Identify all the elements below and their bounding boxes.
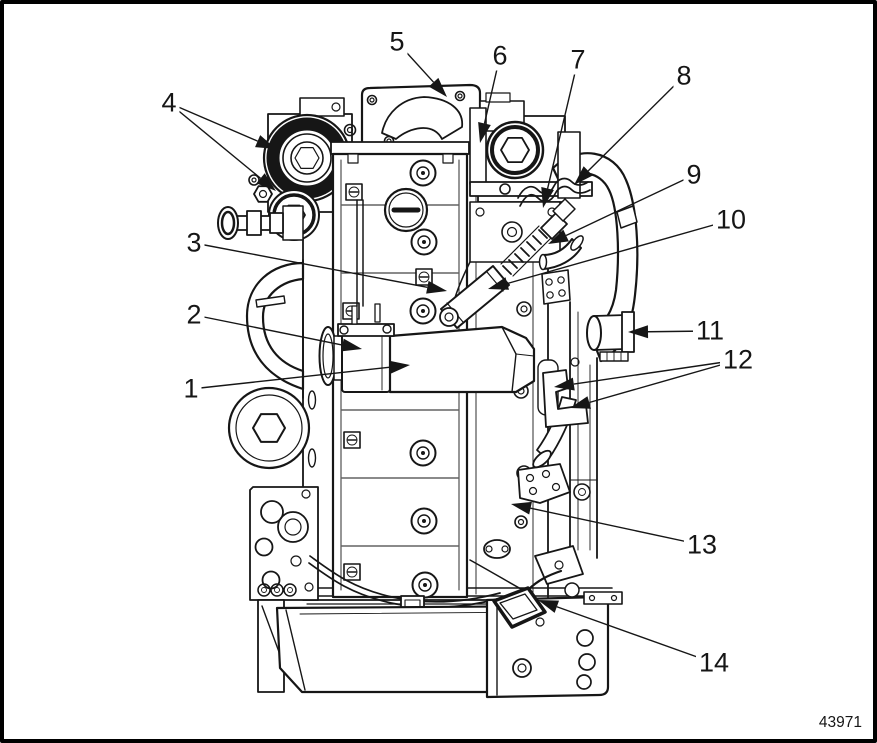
callout-2-label: 2 [183,300,205,330]
cover-bosses [409,159,439,599]
fuel-primer-pump [217,205,304,241]
callout-6-label: 6 [489,41,511,71]
lifting-bracket [517,463,571,504]
cap-screws [342,183,433,581]
callout-1-leader-1 [190,366,391,390]
callout-9-leader-1 [565,174,695,237]
water-pump-pulley [485,120,545,180]
callout-3-leader-1 [193,242,428,288]
oil-level-sensor [469,545,584,629]
callout-8-arrowhead-1 [574,166,593,185]
heat-shield-bracket [542,369,589,428]
figure-number: 43971 [818,714,862,731]
callout-4-leader-1 [168,102,258,142]
pump-bracket [557,131,581,199]
callout-7-arrowhead-1 [541,187,554,208]
callout-10-arrowhead-1 [488,277,510,290]
crankshaft-damper [227,386,311,470]
callout-14-leader-1 [556,606,715,664]
callout-12-label: 12 [719,345,757,375]
bolt-plate [541,269,571,305]
callout-2-arrowhead-1 [341,338,362,352]
callout-12-arrowhead-1 [554,377,575,391]
callout-3-label: 3 [183,228,205,258]
oil-filler-cap [383,187,429,233]
callout-1-arrowhead-1 [389,360,410,374]
callout-13-leader-1 [530,507,703,546]
callout-12-arrowhead-2 [570,396,592,409]
callout-13-label: 13 [683,530,721,560]
callout-12-leader-1 [573,359,739,385]
callout-8-leader-1 [587,75,685,172]
callout-7-leader-1 [546,59,579,189]
callout-14-arrowhead-1 [538,600,560,613]
callout-7-label: 7 [567,45,589,75]
callout-4-label: 4 [158,88,180,118]
callout-9-label: 9 [683,160,705,190]
callout-1-label: 1 [180,374,202,404]
callout-4-arrowhead-1 [255,135,276,149]
fuel-injection-line [439,198,576,329]
callout-13-arrowhead-1 [511,501,532,515]
callout-12-leader-2 [589,359,739,404]
callout-3-arrowhead-1 [426,280,447,294]
wiring-clip [517,177,591,207]
callout-14-label: 14 [695,648,733,678]
callout-10-label: 10 [712,205,750,235]
callout-11-arrowhead-1 [628,325,649,339]
callout-5-label: 5 [386,27,408,57]
callout-2-leader-1 [193,314,343,346]
coolant-elbow [538,235,584,271]
callout-11-label: 11 [692,316,728,346]
callout-4-arrowhead-2 [256,173,276,191]
callout-9-arrowhead-1 [548,229,569,244]
timing-gear-plate [249,486,319,621]
air-transfer-elbow [245,259,305,399]
callout-5-arrowhead-1 [428,77,447,97]
callout-10-leader-1 [507,219,732,285]
callout-4-leader-2 [168,102,261,179]
callout-8-label: 8 [673,61,695,91]
callout-6-arrowhead-1 [478,122,491,143]
dipstick-tube [356,199,364,307]
